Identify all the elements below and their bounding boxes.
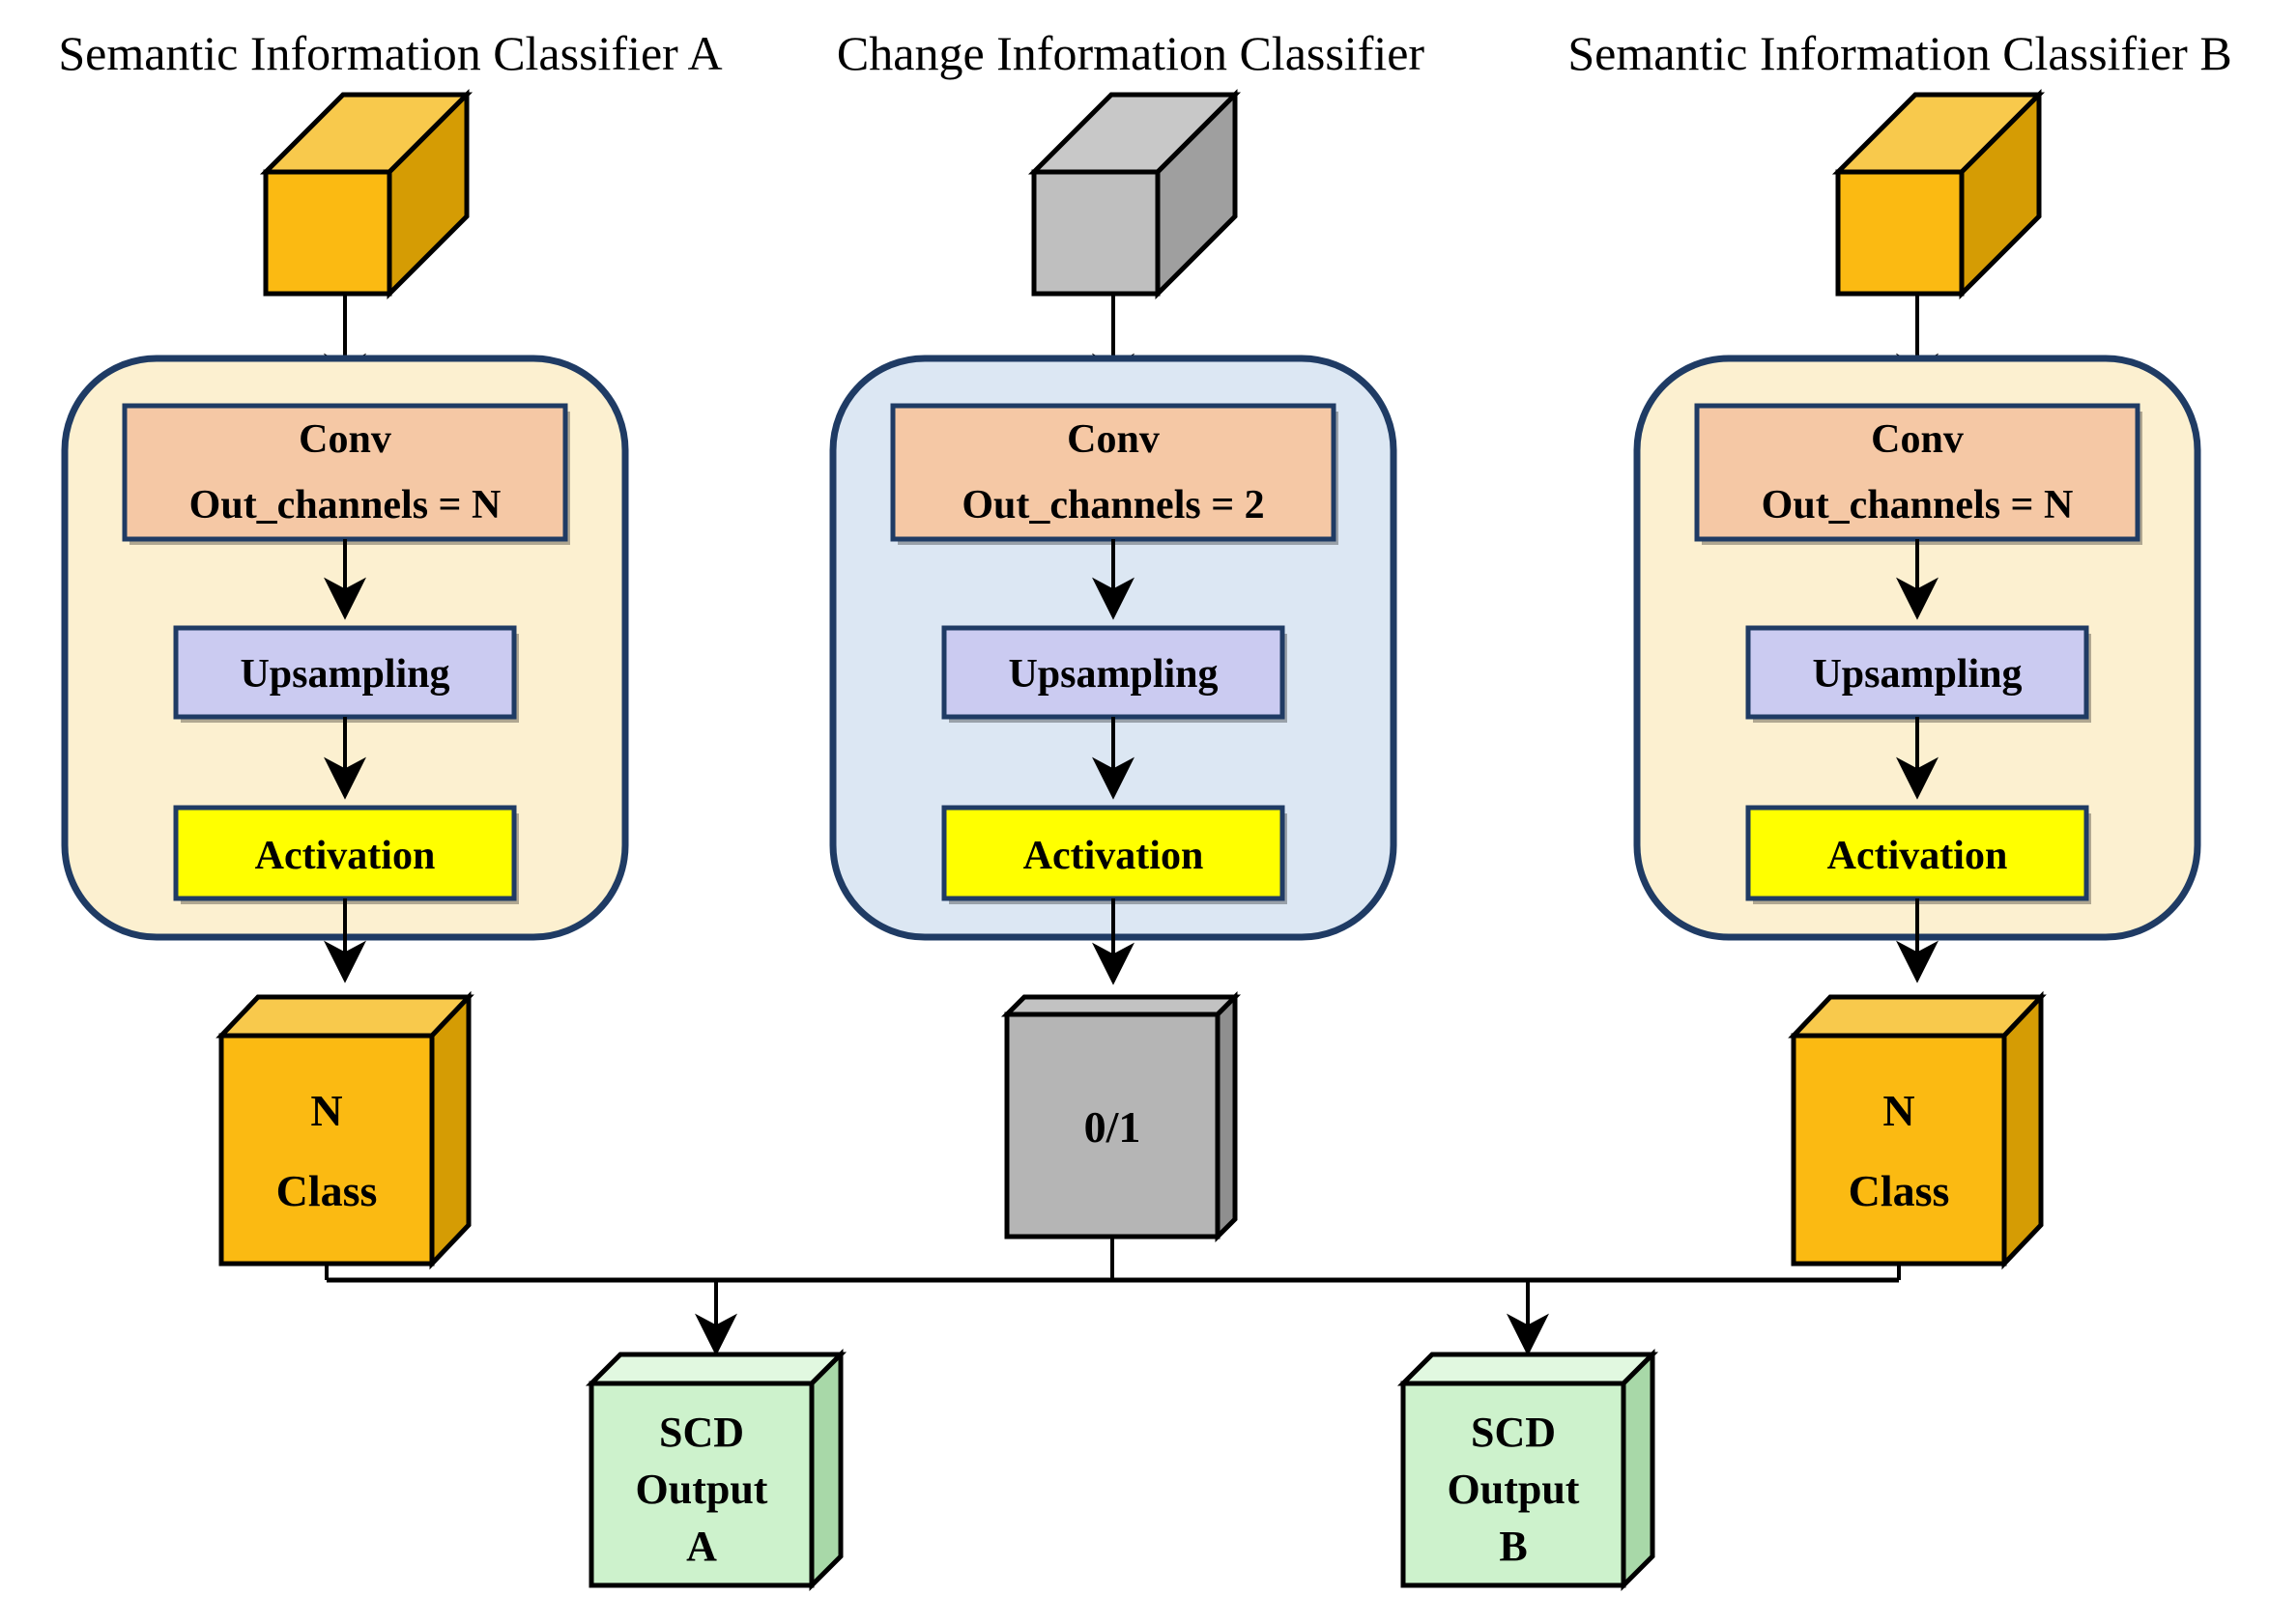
cube-top-face <box>215 994 474 1039</box>
cube-side-face <box>2001 990 2044 1270</box>
cube-side-face <box>1621 1348 1655 1592</box>
conv-box <box>1694 403 2140 542</box>
conv-label-line2: Out_channels = 2 <box>962 483 1264 527</box>
activation-label: Activation <box>255 834 436 878</box>
scd-output-a-line2: Output <box>636 1466 768 1513</box>
n-class-label-line1: N <box>310 1086 342 1135</box>
cube-front-face <box>263 169 392 297</box>
upsampling-label: Upsampling <box>1008 652 1218 697</box>
conv-label-line1: Conv <box>299 417 391 462</box>
cube-top-face <box>1788 994 2047 1039</box>
pipeline-semantic-a: Semantic Information Classifier A Conv O… <box>58 26 723 1270</box>
scd-output-a-cube: SCD Output A <box>585 1348 847 1592</box>
cube-top-face <box>1396 1352 1659 1386</box>
input-feature-cube <box>1027 88 1242 300</box>
activation-label: Activation <box>1023 834 1204 878</box>
input-feature-cube <box>259 88 474 300</box>
scd-output-b-line1: SCD <box>1471 1409 1556 1456</box>
conv-label-line2: Out_channels = N <box>189 483 502 527</box>
n-class-cube: N Class <box>215 990 474 1270</box>
cube-front-face <box>1835 169 1965 297</box>
n-class-label-line2: Class <box>276 1166 378 1215</box>
cube-front-face <box>1791 1033 2007 1267</box>
upsampling-label: Upsampling <box>1812 652 2022 697</box>
activation-box <box>173 805 517 901</box>
upsampling-label: Upsampling <box>240 652 449 697</box>
pipeline-title: Change Information Classifier <box>837 26 1425 80</box>
pipeline-semantic-b: Semantic Information Classifier B Conv O… <box>1567 26 2232 1270</box>
cube-side-face <box>1215 990 1238 1243</box>
conv-box <box>122 403 568 542</box>
conv-label-line1: Conv <box>1871 417 1964 462</box>
pipeline-change: Change Information Classifier Conv Out_c… <box>829 26 1425 1243</box>
conv-box <box>890 403 1336 542</box>
cube-front-face <box>1400 1381 1626 1588</box>
pipeline-title: Semantic Information Classifier B <box>1567 26 2231 80</box>
conv-label-line1: Conv <box>1067 417 1160 462</box>
scd-output-b-cube: SCD Output B <box>1396 1348 1659 1592</box>
conv-label-line2: Out_channels = N <box>1762 483 2074 527</box>
merge-network <box>325 1237 1901 1356</box>
activation-label: Activation <box>1827 834 2008 878</box>
change-mask-label: 0/1 <box>1084 1102 1141 1152</box>
scd-output-b-line2: Output <box>1448 1466 1580 1513</box>
scd-output-a-line1: SCD <box>659 1409 744 1456</box>
n-class-label-line2: Class <box>1849 1166 1950 1215</box>
change-mask-cube: 0/1 <box>1000 990 1242 1243</box>
n-class-cube: N Class <box>1788 990 2047 1270</box>
cube-top-face <box>1000 994 1242 1017</box>
cube-side-face <box>809 1348 844 1592</box>
pipeline-title: Semantic Information Classifier A <box>58 26 722 80</box>
upsampling-box <box>1745 625 2089 720</box>
n-class-label-line1: N <box>1882 1086 1914 1135</box>
cube-top-face <box>585 1352 847 1386</box>
upsampling-box <box>173 625 517 720</box>
cube-side-face <box>429 990 472 1270</box>
cube-front-face <box>1031 169 1161 297</box>
cube-front-face <box>218 1033 435 1267</box>
cube-front-face <box>589 1381 815 1588</box>
scd-output-b-line3: B <box>1499 1523 1527 1570</box>
scd-output-a-line3: A <box>686 1523 717 1570</box>
upsampling-box <box>941 625 1285 720</box>
input-feature-cube <box>1831 88 2046 300</box>
